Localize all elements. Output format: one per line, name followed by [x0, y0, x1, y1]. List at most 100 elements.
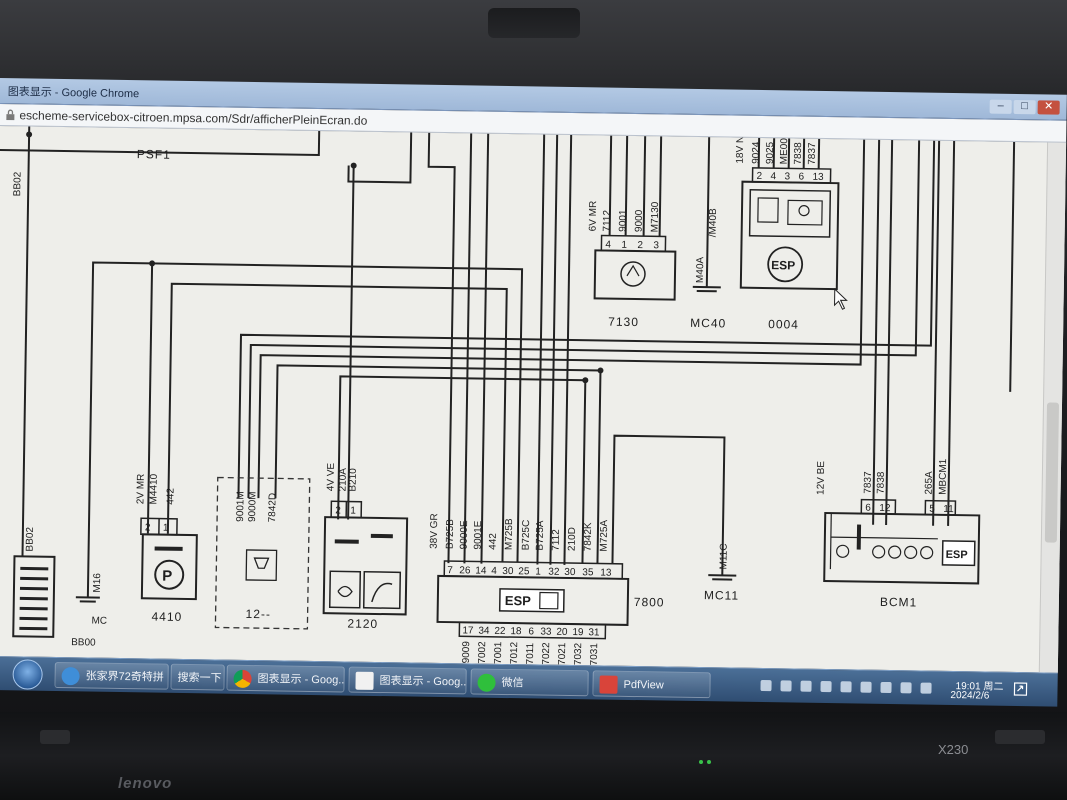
wechat-tray-icon[interactable] [800, 680, 812, 692]
lock-icon [6, 109, 15, 121]
svg-text:7112: 7112 [551, 529, 562, 551]
svg-text:7838: 7838 [793, 142, 804, 165]
keyboard-icon[interactable] [760, 680, 772, 692]
notification-icon[interactable] [1013, 682, 1028, 696]
maximize-button[interactable]: □ [1013, 99, 1036, 115]
connector-2120: 4V VE 210A B210 2 1 [322, 462, 409, 616]
svg-text:6: 6 [798, 172, 804, 183]
junction-dots [26, 131, 604, 384]
taskbar-task-wechat[interactable]: 微信 [470, 668, 589, 697]
model-label: X230 [938, 742, 969, 757]
dial-icon [787, 199, 823, 226]
svg-text:32: 32 [548, 567, 560, 578]
mc40-ground [692, 285, 721, 293]
svg-text:17: 17 [462, 625, 474, 636]
svg-text:7011: 7011 [525, 642, 536, 664]
svg-text:18V NR: 18V NR [735, 129, 747, 164]
svg-text:M7130: M7130 [650, 201, 661, 232]
scroll-thumb[interactable] [1044, 402, 1060, 543]
system-tray: 19:01 周二 2024/2/6 [760, 671, 1050, 706]
svg-text:13: 13 [812, 172, 824, 183]
m16-label: M16 [92, 573, 103, 593]
svg-text:22: 22 [494, 626, 506, 637]
svg-text:7021: 7021 [557, 642, 568, 665]
display-icon [757, 197, 779, 223]
app-tray-icon[interactable] [840, 681, 852, 693]
hinge-left [40, 730, 70, 744]
chrome-icon [233, 669, 252, 689]
svg-text:7837: 7837 [863, 471, 874, 494]
bb02-battery [12, 555, 56, 638]
address-bar[interactable]: escheme-servicebox-citroen.mpsa.com/Sdr/… [0, 103, 1067, 143]
bb02-label-top: BB02 [12, 171, 23, 196]
svg-text:30: 30 [564, 567, 576, 578]
esp-module-7800: ESP [436, 574, 630, 626]
svg-text:1: 1 [535, 566, 541, 577]
svg-text:2: 2 [145, 522, 151, 533]
wiring-schematic: PSF1 BB02 BB02 BB00 [0, 125, 1067, 673]
svg-text:210A: 210A [338, 468, 349, 492]
svg-text:7: 7 [447, 565, 453, 576]
network-icon[interactable] [820, 680, 832, 693]
laptop-deck: X230 lenovo [0, 712, 1067, 800]
svg-text:38V GR: 38V GR [429, 513, 441, 549]
svg-text:12V BE: 12V BE [816, 461, 828, 495]
svg-text:9024: 9024 [751, 141, 762, 164]
document-icon [355, 671, 374, 690]
svg-text:35: 35 [582, 567, 594, 578]
pdf-icon [599, 675, 618, 694]
taskbar-task-search[interactable]: 搜索一下 [170, 663, 225, 691]
start-button[interactable] [12, 659, 43, 690]
svg-text:13: 13 [600, 567, 612, 578]
c7800-label: 7800 [634, 595, 665, 609]
svg-text:6: 6 [528, 626, 534, 637]
svg-text:31: 31 [588, 627, 600, 638]
mc11-ground [708, 574, 737, 581]
m40a-label: M40A [695, 256, 706, 283]
svg-text:25: 25 [518, 566, 530, 577]
svg-text:34: 34 [478, 626, 490, 637]
svg-text:1: 1 [621, 240, 627, 251]
svg-text:6V MR: 6V MR [588, 201, 599, 232]
close-button[interactable]: ✕ [1037, 100, 1060, 115]
chip-icon [539, 591, 559, 610]
svg-text:4: 4 [605, 240, 611, 251]
svg-text:2V MR: 2V MR [135, 474, 146, 505]
svg-text:7022: 7022 [541, 642, 552, 665]
svg-text:MBCM1: MBCM1 [938, 458, 950, 495]
svg-text:9001E: 9001E [473, 520, 484, 549]
minimize-button[interactable]: – [989, 99, 1012, 114]
wires [0, 126, 1016, 598]
component-12: 9001M 9000M 7842D 12-- [214, 476, 311, 630]
signal-icon[interactable] [900, 682, 912, 694]
volume-icon[interactable] [920, 682, 932, 694]
svg-text:9001M: 9001M [235, 491, 246, 522]
taskbar-task-pdfview[interactable]: PdfView [592, 670, 711, 699]
svg-text:M725A: M725A [599, 519, 611, 551]
svg-text:9000: 9000 [634, 209, 645, 232]
svg-text:7001: 7001 [493, 641, 504, 664]
svg-text:265A: 265A [924, 471, 935, 495]
clock-date[interactable]: 2024/2/6 [950, 690, 990, 702]
taskbar-task-chrome[interactable]: 图表显示 - Goog... [226, 664, 345, 693]
monitor-icon[interactable] [880, 681, 892, 694]
mc-left-label: MC [91, 616, 107, 627]
svg-text:12: 12 [879, 503, 891, 514]
laptop-bezel [0, 0, 1067, 90]
svg-text:B210: B210 [348, 468, 359, 492]
url-text[interactable]: escheme-servicebox-citroen.mpsa.com/Sdr/… [19, 108, 368, 128]
mc11-label: MC11 [704, 588, 739, 603]
battery-icon[interactable] [780, 680, 792, 692]
gauge-icon [620, 261, 646, 287]
svg-text:9009: 9009 [461, 641, 472, 664]
svg-text:4: 4 [770, 171, 776, 182]
taskbar-task-document[interactable]: 图表显示 - Goog... [348, 666, 467, 695]
webcam [488, 8, 580, 38]
svg-text:7837: 7837 [807, 142, 818, 165]
flag-icon[interactable] [860, 681, 872, 693]
laptop-screen: 图表显示 - Google Chrome – □ ✕ escheme-servi… [0, 78, 1067, 727]
wechat-icon [477, 673, 496, 692]
svg-text:7838: 7838 [876, 471, 887, 494]
sensor-icon [253, 557, 270, 569]
taskbar-task-ie[interactable]: 张家界72奇特拼 [54, 661, 169, 690]
